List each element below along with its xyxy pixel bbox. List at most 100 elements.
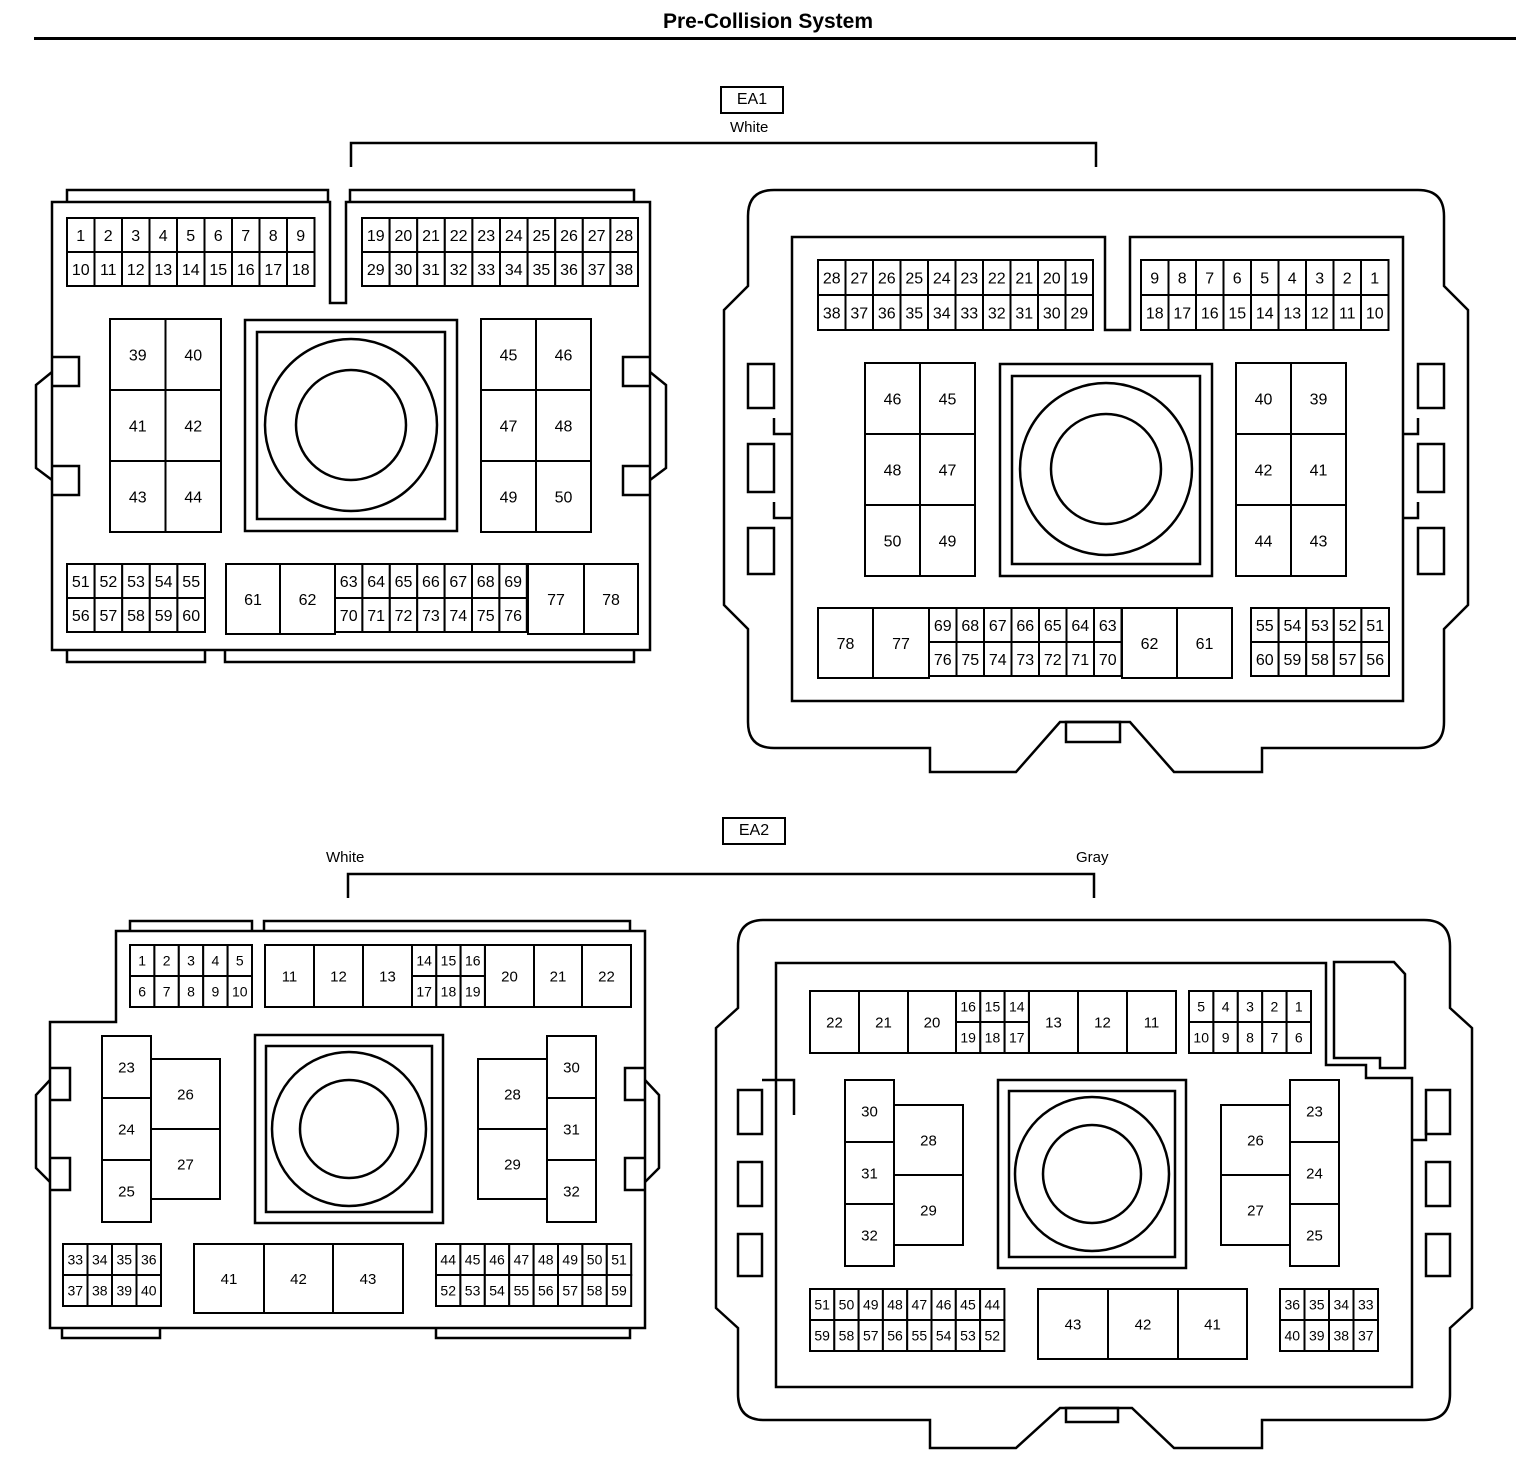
ea1-left-pin-number-8: 8 xyxy=(269,228,278,245)
ea1-right-cavity-10 xyxy=(1360,294,1390,331)
ea2-left-pin-number-12: 12 xyxy=(330,968,347,985)
bracket-ea2 xyxy=(346,872,1096,898)
ea2-left-pin-number-51: 51 xyxy=(611,1252,627,1268)
ea2-left-cavity-37 xyxy=(62,1274,89,1307)
ea2-left-cavity-5 xyxy=(226,944,254,977)
ea2-right-pin-number-28: 28 xyxy=(920,1132,937,1149)
ea1-right-pin-number-76: 76 xyxy=(934,652,952,669)
ea2-right-pin-number-35: 35 xyxy=(1309,1297,1325,1313)
connector-label-ea2: EA2 xyxy=(722,817,786,845)
ea1-left-pin-number-52: 52 xyxy=(100,574,118,591)
ea2-left-pin-number-52: 52 xyxy=(440,1283,456,1299)
ea2-left-cavity-8 xyxy=(177,975,205,1008)
ea2-right-pin-number-9: 9 xyxy=(1222,1030,1230,1046)
ea2-left-cavity-40 xyxy=(135,1274,162,1307)
ea1-left-cavity-62 xyxy=(279,563,336,635)
ea1-left-pin-number-33: 33 xyxy=(477,262,495,279)
ea1-left-pin-number-20: 20 xyxy=(395,228,413,245)
ea1-right-cavity-61 xyxy=(1176,607,1233,679)
ea1-right-cavity-63 xyxy=(1093,607,1123,643)
ea2-left-cavity-23 xyxy=(101,1035,152,1099)
ea1-right-pin-number-26: 26 xyxy=(878,270,896,287)
connector-label-ea1: EA1 xyxy=(720,86,784,114)
ea2-right-cavity-24 xyxy=(1289,1141,1340,1205)
ea2-left-cavity-43 xyxy=(332,1243,404,1314)
ea1-left-cavity-44 xyxy=(164,460,222,533)
ea2-left-pin-number-26: 26 xyxy=(177,1086,194,1103)
ea1-right-pin-number-15: 15 xyxy=(1228,305,1246,322)
ea2-right-pin-number-33: 33 xyxy=(1358,1297,1374,1313)
ea2-right-pin-number-22: 22 xyxy=(826,1014,843,1031)
ea1-right-pin-number-5: 5 xyxy=(1260,270,1269,287)
ea1-right-pin-number-29: 29 xyxy=(1070,305,1088,322)
connector-color-ea1-white: White xyxy=(730,119,769,136)
ea1-right-pin-number-68: 68 xyxy=(961,618,979,635)
ea1-left-cavity-60 xyxy=(176,597,206,633)
ea1-left-pin-number-3: 3 xyxy=(131,228,140,245)
ea1-left-pin-number-29: 29 xyxy=(367,262,385,279)
ea1-right-pin-number-41: 41 xyxy=(1310,462,1328,479)
ea2-left-pin-number-32: 32 xyxy=(563,1183,580,1200)
ea2-left-pin-number-57: 57 xyxy=(562,1283,578,1299)
ea1-left-pin-number-77: 77 xyxy=(547,592,565,609)
ea1-left-cavity-37 xyxy=(581,251,612,287)
ea1-left-cavity-59 xyxy=(148,597,179,633)
ea1-left-pin-number-54: 54 xyxy=(155,574,173,591)
ea2-right-cavity-30 xyxy=(844,1079,895,1143)
ea2-right-pin-number-56: 56 xyxy=(887,1328,903,1344)
ea2-left-cavity-47 xyxy=(508,1243,535,1276)
ea1-left-pin-number-72: 72 xyxy=(395,608,413,625)
ea1-right-cavity-43 xyxy=(1290,504,1347,577)
ea2-right-pin-number-32: 32 xyxy=(861,1227,878,1244)
ea1-right-pin-number-69: 69 xyxy=(934,618,952,635)
ea1-left-cavity-45 xyxy=(480,318,537,391)
ea1-left-pin-number-14: 14 xyxy=(182,262,200,279)
ea1-left-pin-number-16: 16 xyxy=(237,262,255,279)
ea1-left-pin-number-39: 39 xyxy=(129,347,147,364)
ea2-left-cavity-42 xyxy=(263,1243,334,1314)
ea1-left-pin-number-19: 19 xyxy=(367,228,385,245)
ea1-left-pin-number-43: 43 xyxy=(129,489,147,506)
ea1-right-pin-number-60: 60 xyxy=(1256,652,1274,669)
ea1-left-cavity-15 xyxy=(203,251,233,287)
ea2-left-pin-number-18: 18 xyxy=(441,984,457,1000)
ea1-right-cavity-33 xyxy=(954,294,984,331)
ea2-left-cavity-51 xyxy=(605,1243,633,1276)
ea1-left-pin-number-64: 64 xyxy=(367,574,385,591)
ea2-left-pin-number-39: 39 xyxy=(116,1283,132,1299)
ea1-right-cavity-46 xyxy=(864,362,921,435)
ea1-right-pin-number-72: 72 xyxy=(1044,652,1062,669)
ea2-left-cavity-21 xyxy=(533,944,583,1008)
ea1-right-pin-number-33: 33 xyxy=(960,305,978,322)
ea1-right-pin-number-52: 52 xyxy=(1339,618,1357,635)
ea2-right-pin-number-34: 34 xyxy=(1333,1297,1349,1313)
ea1-right-pin-number-43: 43 xyxy=(1310,533,1328,550)
ea1-right-cavity-24 xyxy=(927,259,957,296)
ea2-right-cavity-59 xyxy=(809,1319,836,1352)
ea1-right-pin-number-17: 17 xyxy=(1173,305,1191,322)
ea2-right-cavity-57 xyxy=(857,1319,884,1352)
ea2-left-cavity-12 xyxy=(313,944,364,1008)
ea2-left-cavity-20 xyxy=(484,944,535,1008)
ea1-left-pin-number-62: 62 xyxy=(299,592,317,609)
ea1-left-cavity-11 xyxy=(93,251,123,287)
ea2-right-cavity-43 xyxy=(1037,1288,1109,1360)
ea2-right-pin-number-48: 48 xyxy=(887,1297,903,1313)
ea2-right-cavity-14 xyxy=(1003,990,1030,1023)
ea1-left-pin-number-53: 53 xyxy=(127,574,145,591)
ea1-left-pin-number-50: 50 xyxy=(555,489,573,506)
ea1-left-pin-number-78: 78 xyxy=(602,592,620,609)
ea1-right-pin-number-16: 16 xyxy=(1201,305,1219,322)
ea1-left-cavity-47 xyxy=(480,389,537,462)
ea2-right-cavity-4 xyxy=(1212,990,1239,1023)
ea2-right-pin-number-17: 17 xyxy=(1009,1030,1025,1046)
ea2-left-pin-number-23: 23 xyxy=(118,1059,135,1076)
ea1-left-pin-number-55: 55 xyxy=(182,574,200,591)
ea1-right-cavity-55 xyxy=(1250,607,1280,643)
ea1-right-cavity-67 xyxy=(983,607,1013,643)
ea2-right-pin-number-16: 16 xyxy=(960,999,976,1015)
ea2-right-pin-number-41: 41 xyxy=(1204,1316,1221,1333)
ea1-right-pin-number-20: 20 xyxy=(1043,270,1061,287)
title-rule xyxy=(34,37,1516,40)
